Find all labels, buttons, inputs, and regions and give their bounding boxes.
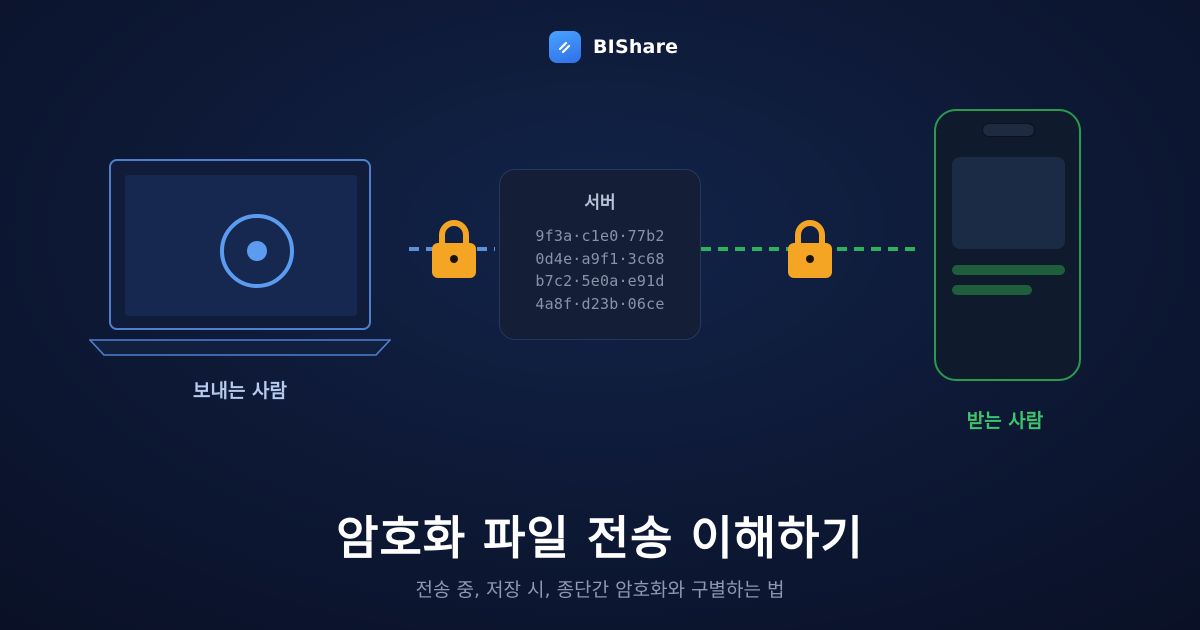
- hash-line: 4a8f·d23b·06ce: [535, 294, 665, 313]
- phone-content-bar: [952, 265, 1065, 275]
- hash-line: b7c2·5e0a·e91d: [535, 272, 665, 290]
- hash-line: 0d4e·a9f1·3c68: [535, 249, 665, 268]
- share-arrows-icon: [549, 31, 581, 63]
- page-title: 암호화 파일 전송 이해하기: [336, 511, 864, 565]
- server-box: 서버 9f3a·c1e0·77b2 0d4e·a9f1·3c68 b7c2·5e…: [499, 169, 701, 340]
- padlock-icon: [788, 220, 832, 278]
- laptop-screen: [109, 159, 371, 330]
- brand: BIShare: [549, 31, 678, 63]
- padlock-icon: [432, 220, 476, 278]
- smartphone-icon: [934, 109, 1081, 381]
- phone-notch: [982, 123, 1035, 137]
- sender-label: 보내는 사람: [192, 380, 287, 402]
- phone-content-card: [952, 157, 1065, 249]
- laptop-base: [89, 339, 391, 356]
- server-hash-list: 9f3a·c1e0·77b2 0d4e·a9f1·3c68 b7c2·5e0a·…: [500, 225, 700, 315]
- hash-line: 9f3a·c1e0·77b2: [535, 227, 665, 245]
- laptop-icon: [89, 158, 391, 358]
- server-title: 서버: [584, 193, 616, 213]
- phone-content-bar: [952, 285, 1032, 295]
- brand-name: BIShare: [593, 36, 679, 58]
- page-subtitle: 전송 중, 저장 시, 종단간 암호화와 구별하는 법: [415, 579, 785, 601]
- target-icon: [220, 214, 294, 288]
- receiver-label: 받는 사람: [966, 410, 1044, 432]
- laptop-screen-inner: [125, 175, 357, 316]
